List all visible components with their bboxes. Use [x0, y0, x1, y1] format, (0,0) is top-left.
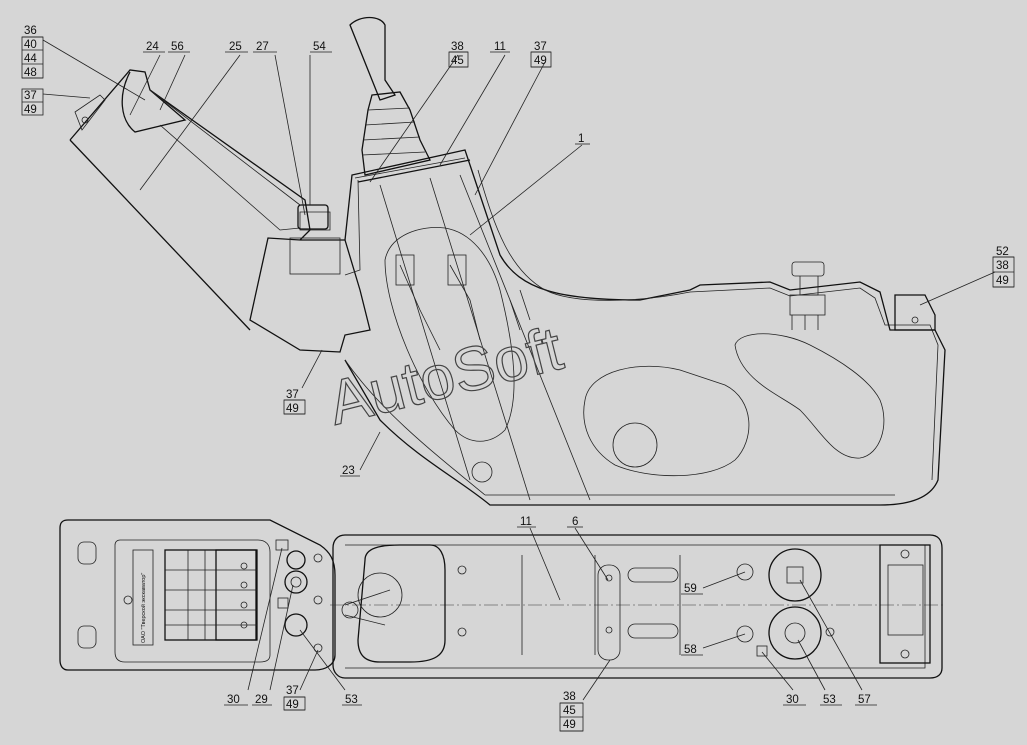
callout-24: 24	[146, 41, 159, 53]
side-view: AutoSoft	[69, 16, 946, 506]
callout-37-b: 37	[534, 41, 547, 53]
top-view: ОАО "Тверской экскаватор"	[59, 519, 945, 679]
callout-57: 57	[858, 694, 871, 706]
joystick-boot	[361, 91, 431, 176]
callout-40: 40	[24, 39, 37, 51]
callout-23: 23	[342, 465, 355, 477]
callout-37-a: 37	[24, 90, 37, 102]
callout-29: 29	[255, 694, 268, 706]
callout-49-d: 49	[286, 403, 299, 415]
callout-11-b: 11	[520, 516, 532, 528]
armrest-housing	[69, 69, 371, 353]
callouts: 36 40 44 48 37 49 24 56 25 27 54 38 45 1…	[21, 25, 1015, 732]
callout-6: 6	[572, 516, 578, 528]
callout-49-a: 49	[24, 104, 37, 116]
callout-49-c: 49	[996, 275, 1009, 287]
callout-49-e: 49	[286, 699, 299, 711]
callout-38-c: 38	[996, 260, 1009, 272]
callout-44: 44	[24, 53, 37, 65]
callout-53-a: 53	[345, 694, 358, 706]
switch-panel	[164, 549, 258, 641]
right-panel-outline	[332, 534, 943, 679]
callout-38-b: 38	[563, 691, 576, 703]
callout-36: 36	[24, 25, 37, 37]
callout-25: 25	[229, 41, 242, 53]
callout-52: 52	[996, 246, 1009, 258]
main-housing	[344, 149, 946, 506]
callout-56: 56	[171, 41, 184, 53]
callout-53-b: 53	[823, 694, 836, 706]
callout-48: 48	[24, 67, 37, 79]
valve-window	[384, 227, 515, 442]
cutout-lower	[583, 365, 750, 477]
callout-58: 58	[684, 644, 697, 656]
callout-11-a: 11	[494, 41, 506, 53]
callout-30-a: 30	[227, 694, 240, 706]
callout-54: 54	[313, 41, 326, 53]
callout-37-d: 37	[286, 685, 299, 697]
callout-49-b: 49	[534, 55, 547, 67]
left-panel-outline	[59, 519, 336, 671]
callout-1: 1	[578, 133, 584, 145]
callout-45-a: 45	[451, 55, 464, 67]
joystick-handle	[349, 16, 397, 101]
callout-30-b: 30	[786, 694, 799, 706]
callout-49-f: 49	[563, 719, 576, 731]
nameplate-text: ОАО "Тверской экскаватор"	[140, 573, 147, 643]
callout-38-a: 38	[451, 41, 464, 53]
callout-59: 59	[684, 583, 697, 595]
callout-37-c: 37	[286, 389, 299, 401]
callout-27: 27	[256, 41, 269, 53]
callout-45-b: 45	[563, 705, 576, 717]
